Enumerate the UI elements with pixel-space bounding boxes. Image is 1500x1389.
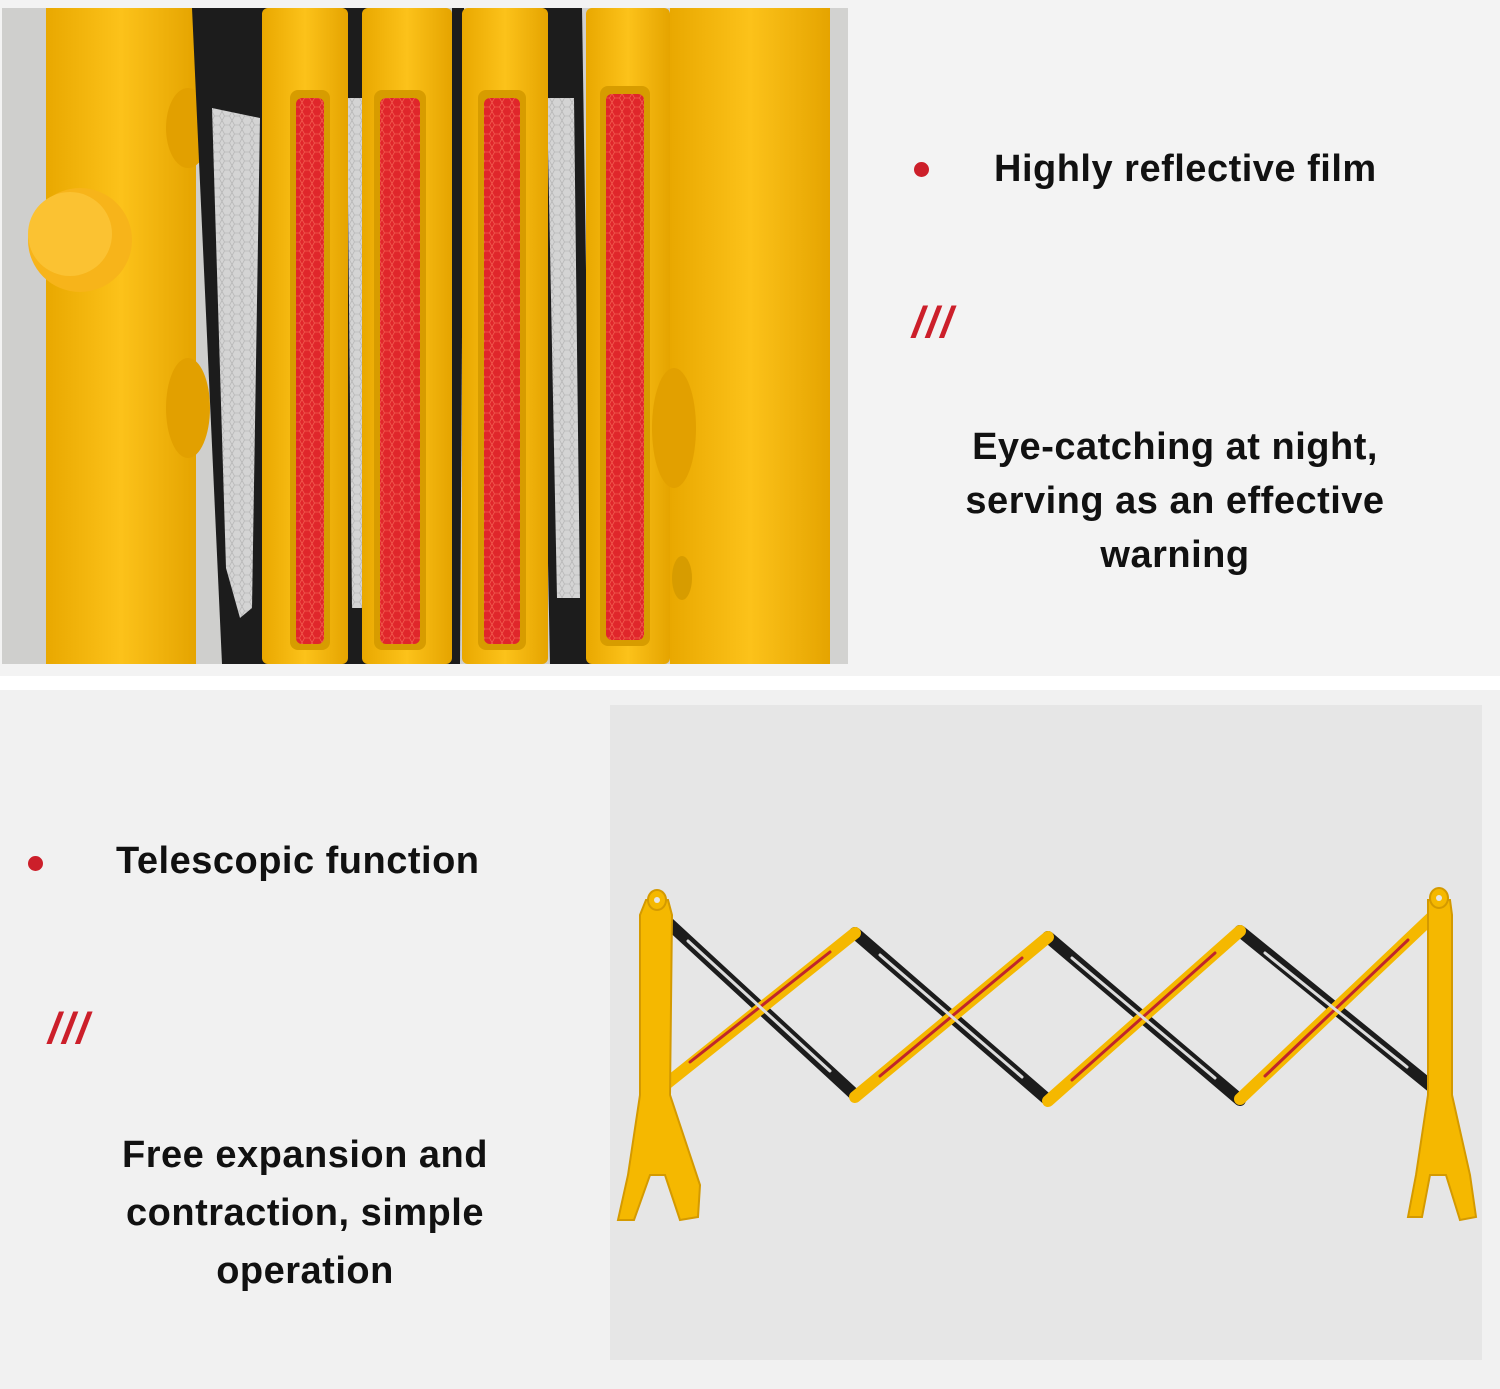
feature-description-line: operation	[216, 1250, 394, 1292]
reflective-barrier-closeup-photo	[2, 8, 848, 664]
bullet-dot-icon	[28, 856, 43, 871]
feature-description-line: Free expansion and	[122, 1134, 488, 1176]
barrier-closeup-illustration	[2, 8, 848, 664]
feature-description-line: serving as an effective	[965, 480, 1385, 522]
expandable-barrier-photo	[610, 705, 1482, 1360]
slashes-decoration-icon: ///	[912, 298, 955, 347]
expandable-barrier-illustration	[610, 705, 1482, 1360]
feature-description-line: Eye-catching at night,	[972, 426, 1378, 468]
feature-heading: Telescopic function	[116, 840, 480, 882]
feature-description: Eye-catching at night, serving as an eff…	[900, 420, 1450, 582]
feature-description: Free expansion and contraction, simple o…	[40, 1126, 570, 1300]
bullet-dot-icon	[914, 162, 929, 177]
slashes-decoration-icon: ///	[48, 1004, 91, 1053]
feature-description-line: warning	[1100, 534, 1250, 576]
feature-description-line: contraction, simple	[126, 1192, 484, 1234]
feature-heading: Highly reflective film	[994, 148, 1377, 190]
feature-panel-reflective: Highly reflective film /// Eye-catching …	[0, 0, 1500, 676]
